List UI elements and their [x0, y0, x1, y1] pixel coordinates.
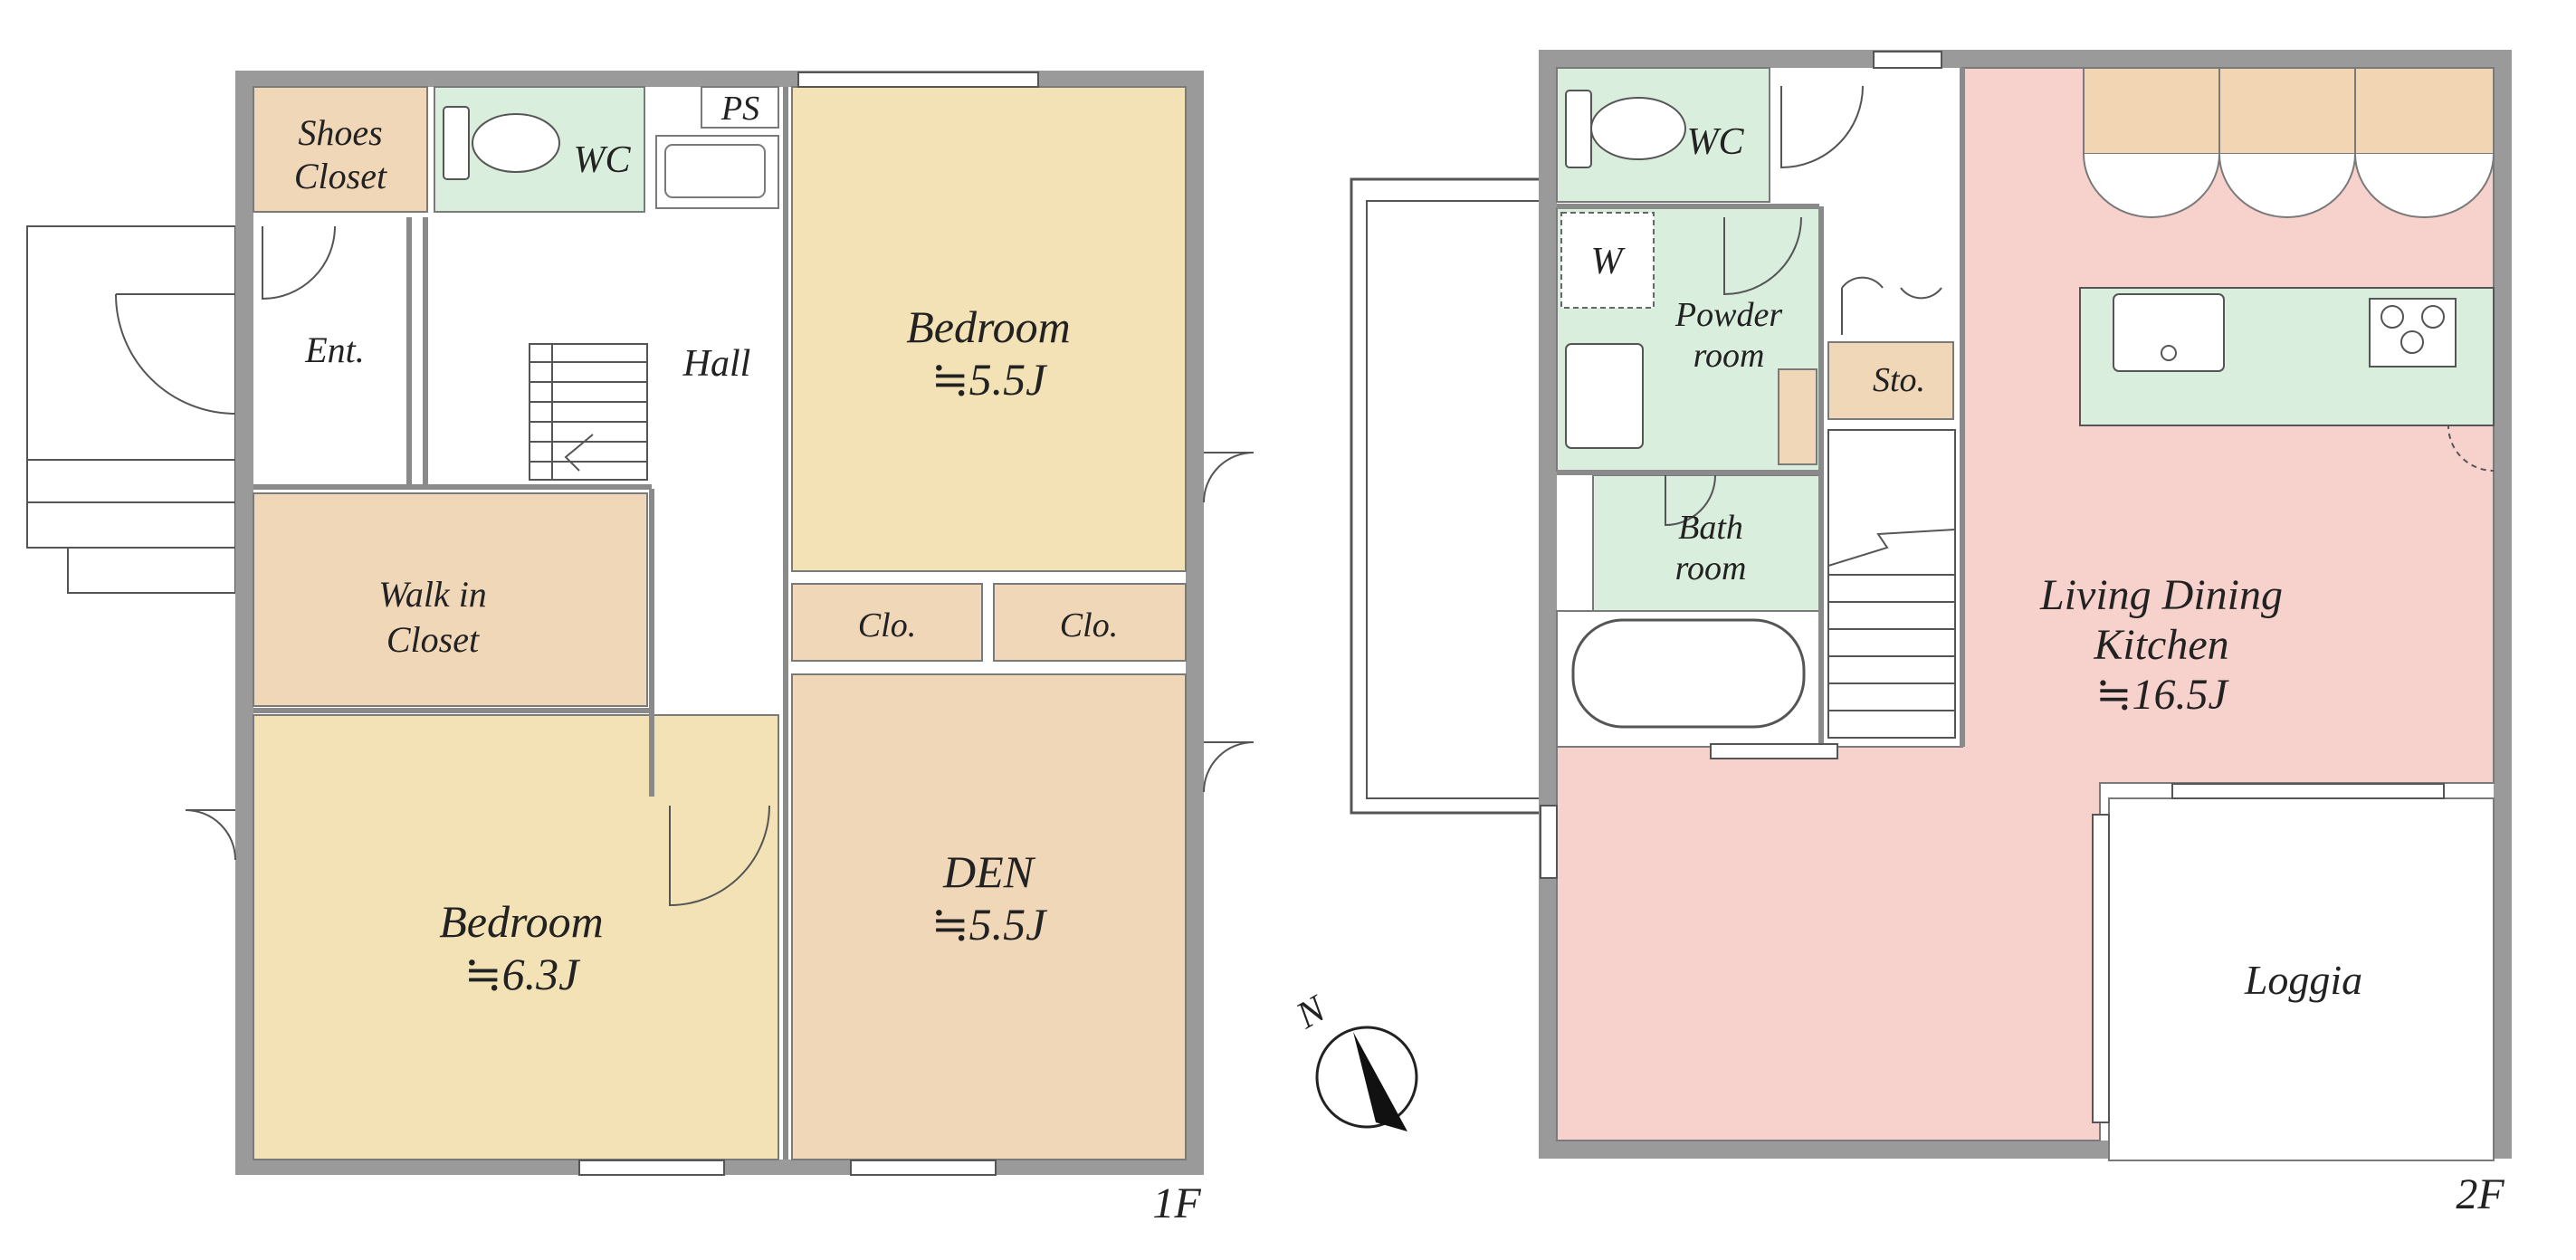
closet-a-label: Clo. [858, 606, 916, 644]
toilet-1f [443, 106, 560, 180]
storage-room [1827, 341, 1954, 420]
bedroom-north [791, 86, 1187, 572]
bathtub [1571, 618, 1806, 729]
sink-basin [664, 144, 766, 198]
bedroom-south-label: Bedroom≒6.3J [439, 896, 603, 999]
balcony-inner [1366, 200, 1542, 799]
ps-shaft [701, 86, 779, 129]
closet-a [791, 583, 983, 662]
washer-space [1560, 212, 1655, 309]
windows-2f [1540, 51, 2445, 1123]
loggia-label: Loggia [2244, 957, 2362, 1003]
bedroom-south [253, 714, 779, 1160]
kitchen-upper-cabinets [2083, 67, 2495, 219]
closet-b [993, 583, 1187, 662]
compass-label: N [1289, 988, 1334, 1037]
windows-1f [578, 72, 1039, 1176]
wc-label-1f: WC [574, 139, 632, 181]
den-label: DEN≒5.5J [931, 846, 1048, 950]
balcony-outline [1350, 177, 1543, 815]
floor-2-label: 2F [2456, 1170, 2504, 1218]
storage-label: Sto. [1873, 361, 1925, 399]
hall-label: Hall [682, 343, 751, 385]
entrance-label: Ent. [304, 329, 365, 370]
den-room [791, 673, 1187, 1160]
staircase-2f [1827, 429, 1956, 739]
washer-label: W [1591, 241, 1627, 282]
bedroom-north-label: Bedroom≒5.5J [906, 301, 1070, 405]
walk-in-closet [253, 492, 648, 707]
vanity-sink [1565, 343, 1644, 449]
bath-room [1592, 474, 1820, 612]
kitchen-counter [2079, 287, 2495, 426]
loggia [2108, 797, 2495, 1161]
shoes-closet [253, 86, 428, 213]
floor-1-label: 1F [1152, 1179, 1201, 1227]
toilet-2f [1565, 90, 1686, 168]
wc-label-2f: WC [1687, 121, 1745, 163]
door-swings-1f [115, 225, 1255, 907]
ps-label: PS [720, 90, 759, 128]
door-swings-2f [1665, 85, 2495, 527]
closet-b-label: Clo. [1060, 606, 1118, 644]
floor1-partitions [253, 87, 788, 1160]
compass-north-arrow: N [1289, 988, 1418, 1131]
floor2-partitions [1557, 68, 1965, 747]
staircase-1f [529, 343, 648, 481]
small-cabinet [1778, 368, 1818, 465]
